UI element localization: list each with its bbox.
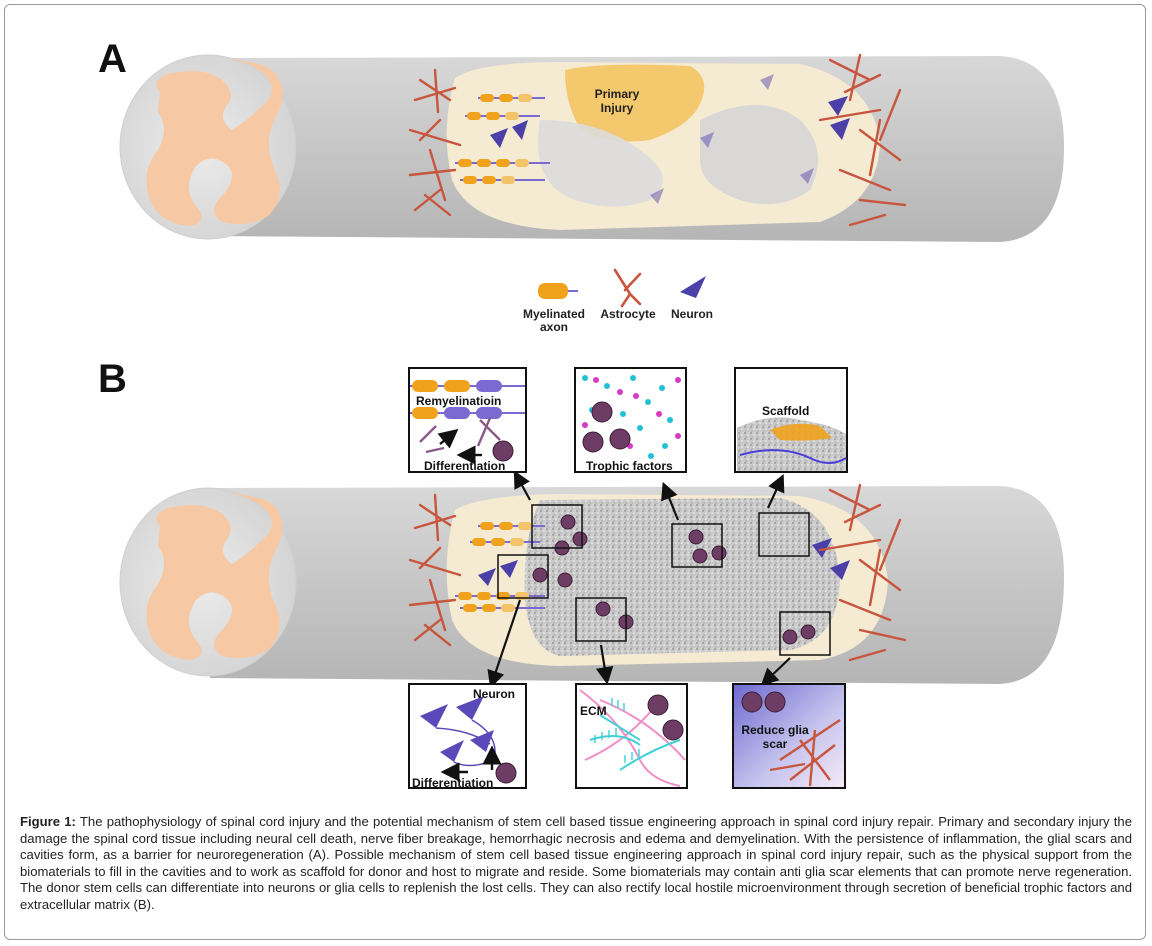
legend-axon-label-1: Myelinated bbox=[523, 307, 585, 321]
box-glia-scar: Reduce glia scar bbox=[732, 683, 846, 789]
highlight-boxes bbox=[497, 504, 831, 656]
caption-title: Figure 1: bbox=[20, 814, 76, 829]
myelinated-axons-a bbox=[455, 94, 550, 184]
myelin-sheath-icon bbox=[538, 283, 568, 299]
astrocytes-a bbox=[408, 53, 907, 227]
legend-astrocyte-label: Astrocyte bbox=[600, 307, 656, 321]
box-scaffold-label: Scaffold bbox=[762, 404, 809, 418]
legend: Myelinated axon Astrocyte Neuron bbox=[523, 268, 713, 334]
neuron-icon bbox=[680, 276, 706, 298]
box-neuron: Neuron Differentiation bbox=[408, 683, 527, 790]
box-differentiation-top-label: Differentiation bbox=[424, 459, 505, 473]
box-ecm-label: ECM bbox=[580, 704, 607, 718]
cavity-2 bbox=[700, 105, 818, 205]
box-trophic-label: Trophic factors bbox=[586, 459, 673, 473]
caption-text: The pathophysiology of spinal cord injur… bbox=[20, 814, 1132, 912]
neurons-a bbox=[490, 74, 850, 204]
neurons-b bbox=[478, 538, 850, 586]
box-differentiation-bottom-label: Differentiation bbox=[412, 776, 493, 790]
legend-neuron-label: Neuron bbox=[671, 307, 713, 321]
box-neuron-label: Neuron bbox=[473, 687, 515, 701]
primary-injury-label-1: Primary bbox=[595, 87, 640, 101]
primary-injury-label-2: Injury bbox=[601, 101, 634, 115]
biomaterial-fill bbox=[524, 498, 840, 656]
spinal-cord-a: Primary Injury bbox=[119, 53, 1065, 242]
panel-a-label: A bbox=[98, 37, 127, 81]
myelinated-axons-b bbox=[455, 522, 545, 612]
astrocyte-icon bbox=[613, 268, 642, 308]
arrows-b bbox=[487, 470, 791, 689]
spinal-cord-b bbox=[119, 483, 1065, 684]
box-glia-label-2: scar bbox=[763, 737, 788, 751]
primary-injury-region bbox=[565, 64, 705, 142]
gray-matter-b bbox=[146, 494, 283, 660]
box-ecm: ECM bbox=[575, 683, 688, 789]
box-scaffold: Scaffold bbox=[734, 367, 848, 473]
figure-illustration: A Primary Injury bbox=[98, 37, 1065, 790]
figure-caption: Figure 1: The pathophysiology of spinal … bbox=[20, 814, 1132, 914]
panel-b-label: B bbox=[98, 357, 127, 401]
gray-matter-a bbox=[146, 60, 283, 226]
box-remyelination-label: Remyelinatioin bbox=[416, 394, 501, 408]
box-trophic-factors: Trophic factors bbox=[574, 367, 687, 473]
box-remyelination: Remyelinatioin Differentiation bbox=[408, 367, 527, 473]
astrocytes-b bbox=[408, 483, 907, 662]
box-glia-label-1: Reduce glia bbox=[741, 723, 809, 737]
cavity-1 bbox=[538, 120, 663, 207]
legend-axon-label-2: axon bbox=[540, 320, 568, 334]
